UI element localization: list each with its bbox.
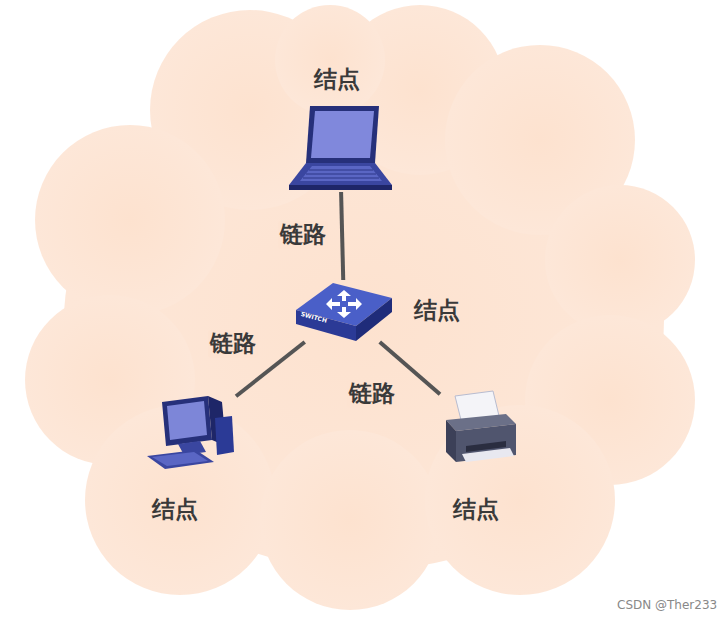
node-label: 结点 (152, 496, 198, 524)
laptop-icon (289, 106, 392, 190)
printer-icon (446, 391, 516, 462)
node-label: 结点 (414, 297, 460, 325)
edge-label: 链路 (278, 221, 328, 249)
device-node: 结点 (143, 394, 236, 472)
edge-label: 链路 (347, 380, 397, 408)
cloud-shape (25, 5, 695, 610)
device-node: 结点 (288, 104, 392, 192)
link-line (341, 192, 343, 280)
node-label: 结点 (314, 66, 360, 94)
device-node: 结点 (440, 389, 520, 469)
edge-label: 链路 (208, 330, 258, 358)
switch-icon (296, 283, 392, 341)
node-label: 结点 (453, 496, 499, 524)
watermark: CSDN @Ther233 (617, 598, 717, 612)
desktop-icon (147, 396, 234, 469)
